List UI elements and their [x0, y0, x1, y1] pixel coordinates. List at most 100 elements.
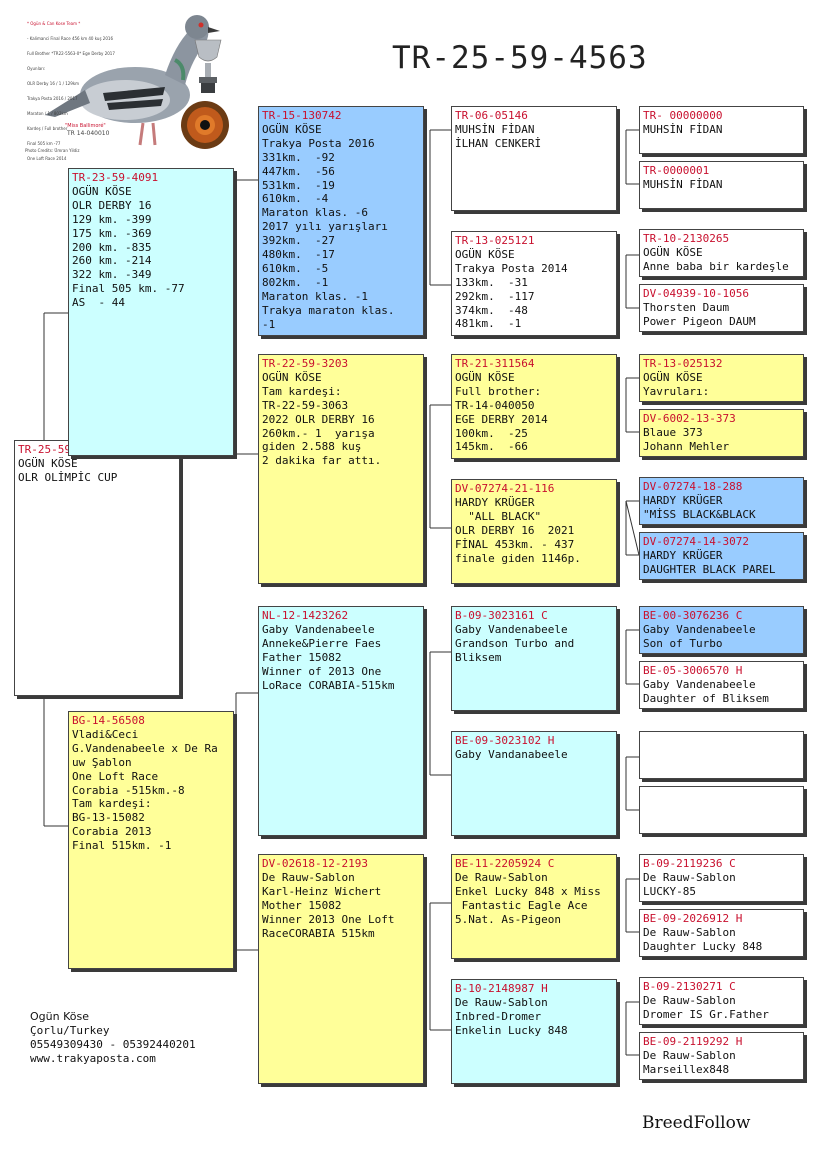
info-line: -1 [262, 317, 276, 331]
info-line: OGÜN KÖSE [643, 245, 703, 259]
owner-website[interactable]: www.trakyaposta.com [30, 1052, 156, 1065]
great-grandparent-card-8[interactable]: B-10-2148987 H De Rauw-Sablon Inbred-Dro… [451, 979, 617, 1084]
ancestor-card-5[interactable]: TR-13-025132 OGÜN KÖSE Yavruları: [639, 354, 804, 402]
info-line: OGÜN KÖSE [262, 370, 322, 384]
granddam-maternal-card[interactable]: DV-02618-12-2193 De Rauw-Sablon Karl-Hei… [258, 854, 424, 1084]
ring-number: B-09-3023161 C [455, 609, 548, 622]
info-line: G.Vandenabeele x De Ra [72, 741, 218, 755]
info-line: Fantastic Eagle Ace [455, 898, 588, 912]
info-line: Karl-Heinz Wichert [262, 884, 382, 898]
great-grandparent-card-4[interactable]: DV-07274-21-116 HARDY KRÜGER "ALL BLACK"… [451, 479, 617, 584]
info-line: EGE DERBY 2014 [455, 412, 548, 426]
ancestor-card-8[interactable]: DV-07274-14-3072 HARDY KRÜGER DAUGHTER B… [639, 532, 804, 580]
info-line: AS - 44 [72, 296, 125, 310]
ancestor-card-7[interactable]: DV-07274-18-288 HARDY KRÜGER "MİSS BLACK… [639, 477, 804, 525]
info-line: 5.Nat. As-Pigeon [455, 912, 561, 926]
info-line: 531km. -19 [262, 178, 335, 192]
dam-card[interactable]: BG-14-56508 Vladi&Ceci G.Vandenabeele x … [68, 711, 234, 969]
info-line: Final 505 km. -77 [72, 282, 185, 296]
owner-name: Ogün Köse [30, 1010, 89, 1023]
ancestor-card-1[interactable]: TR- 00000000 MUHSİN FİDAN [639, 106, 804, 154]
ancestor-card-9[interactable]: BE-00-3076236 C Gaby Vandenabeele Son of… [639, 606, 804, 654]
ring-number: BG-14-56508 [72, 714, 145, 727]
photo-caption-line: Trakya Posta 2016 / 2017 [27, 96, 78, 101]
info-line: Gaby Vandenabeele [643, 622, 756, 636]
info-line: Bliksem [455, 650, 502, 664]
ancestor-card-16[interactable]: BE-09-2119292 H De Rauw-Sablon Marseille… [639, 1032, 804, 1080]
info-line: Gaby Vandenabeele [455, 622, 568, 636]
info-line: Gaby Vandenabeele [262, 622, 375, 636]
ancestor-card-3[interactable]: TR-10-2130265 OGÜN KÖSE Anne baba bir ka… [639, 229, 804, 277]
ancestor-card-14[interactable]: BE-09-2026912 H De Rauw-Sablon Daughter … [639, 909, 804, 957]
pedigree-title: TR-25-59-4563 [392, 40, 648, 76]
info-line: 292km. -117 [455, 289, 535, 303]
ancestor-card-15[interactable]: B-09-2130271 C De Rauw-Sablon Dromer IS … [639, 977, 804, 1025]
ring-number: TR- 00000000 [643, 109, 723, 122]
info-line: Trakya Posta 2016 [262, 136, 375, 150]
info-line: Tam kardeşi: [262, 384, 342, 398]
ring-number: BE-09-2119292 H [643, 1035, 743, 1048]
info-line: İLHAN CENKERİ [455, 136, 542, 150]
info-line: OGÜN KÖSE [18, 456, 78, 470]
info-line: MUHSİN FİDAN [643, 122, 723, 136]
info-line: 2 dakika far attı. [262, 454, 382, 468]
ancestor-card-2[interactable]: TR-0000001 MUHSİN FİDAN [639, 161, 804, 209]
info-line: Daughter Lucky 848 [643, 939, 763, 953]
info-line: FİNAL 453km. - 437 [455, 537, 575, 551]
info-line: LUCKY-85 [643, 884, 696, 898]
great-grandparent-card-1[interactable]: TR-06-05146 MUHSİN FİDAN İLHAN CENKERİ [451, 106, 617, 211]
great-grandparent-card-3[interactable]: TR-21-311564 OGÜN KÖSE Full brother: TR-… [451, 354, 617, 459]
ring-number: BE-09-2026912 H [643, 912, 743, 925]
great-grandparent-card-6[interactable]: BE-09-3023102 H Gaby Vandanabeele [451, 731, 617, 836]
info-line: De Rauw-Sablon [455, 870, 548, 884]
great-grandparent-card-5[interactable]: B-09-3023161 C Gaby Vandenabeele Grandso… [451, 606, 617, 711]
info-line: Anneke&Pierre Faes [262, 636, 382, 650]
ring-number: TR-21-311564 [455, 357, 535, 370]
ring-number: B-10-2148987 H [455, 982, 548, 995]
info-line: "MİSS BLACK&BLACK [643, 507, 756, 521]
pigeon-photo: * Ogün & Can Kose Team * - Kalimanci Fin… [25, 5, 240, 161]
info-line: finale giden 1146p. [455, 551, 581, 565]
brand-logo-text: BreedFollow [642, 1113, 751, 1133]
info-line: Winner of 2013 One [262, 664, 382, 678]
subject-card[interactable]: TR-25-59-4563 OGÜN KÖSE OLR OLİMPİC CUP [14, 440, 180, 696]
ancestor-card-11-empty[interactable] [639, 731, 804, 779]
granddam-paternal-card[interactable]: TR-22-59-3203 OGÜN KÖSE Tam kardeşi: TR-… [258, 354, 424, 584]
info-line: OGÜN KÖSE [262, 122, 322, 136]
great-grandparent-card-2[interactable]: TR-13-025121 OGÜN KÖSE Trakya Posta 2014… [451, 231, 617, 336]
info-line: 374km. -48 [455, 303, 528, 317]
info-line: Winner 2013 One Loft [262, 912, 395, 926]
info-line: Enkelin Lucky 848 [455, 1023, 568, 1037]
ancestor-card-4[interactable]: DV-04939-10-1056 Thorsten Daum Power Pig… [639, 284, 804, 332]
info-line: MUHSİN FİDAN [643, 177, 723, 191]
info-line: 2022 OLR DERBY 16 [262, 412, 375, 426]
photo-caption-line: Maraton / 1 / 802km [27, 111, 68, 116]
info-line: giden 2.588 kuş [262, 440, 362, 454]
info-line: Power Pigeon DAUM [643, 314, 756, 328]
info-line: HARDY KRÜGER [643, 493, 723, 507]
info-line: Enkel Lucky 848 x Miss [455, 884, 601, 898]
info-line: 100km. -25 [455, 426, 528, 440]
great-grandparent-card-7[interactable]: BE-11-2205924 C De Rauw-Sablon Enkel Luc… [451, 854, 617, 959]
info-line: 260 km. -214 [72, 254, 152, 268]
info-line: Dromer IS Gr.Father [643, 1007, 769, 1021]
ring-number: BE-05-3006570 H [643, 664, 743, 677]
info-line: OLR DERBY 16 2021 [455, 523, 575, 537]
photo-caption: * Ogün & Can Kose Team * - Kalimanci Fin… [27, 11, 137, 171]
ancestor-card-13[interactable]: B-09-2119236 C De Rauw-Sablon LUCKY-85 [639, 854, 804, 902]
photo-caption-line: - Kalimanci Final Race 456 km 40 kuş 201… [27, 36, 113, 41]
ancestor-card-6[interactable]: DV-6002-13-373 Blaue 373 Johann Mehler [639, 409, 804, 457]
grandsire-paternal-card[interactable]: TR-15-130742 OGÜN KÖSE Trakya Posta 2016… [258, 106, 424, 336]
ancestor-card-10[interactable]: BE-05-3006570 H Gaby Vandenabeele Daught… [639, 661, 804, 709]
info-line: De Rauw-Sablon [643, 925, 736, 939]
ring-number: NL-12-1423262 [262, 609, 349, 622]
grandsire-maternal-card[interactable]: NL-12-1423262 Gaby Vandenabeele Anneke&P… [258, 606, 424, 836]
ancestor-card-12-empty[interactable] [639, 786, 804, 834]
sire-card[interactable]: TR-23-59-4091 OGÜN KÖSE OLR DERBY 16 129… [68, 168, 234, 456]
ring-number: TR-0000001 [643, 164, 710, 177]
info-line: HARDY KRÜGER [455, 495, 535, 509]
photo-caption-line: * Ogün & Can Kose Team * [27, 21, 81, 26]
info-line: OGÜN KÖSE [72, 184, 132, 198]
info-line: 481km. -1 [455, 317, 522, 331]
